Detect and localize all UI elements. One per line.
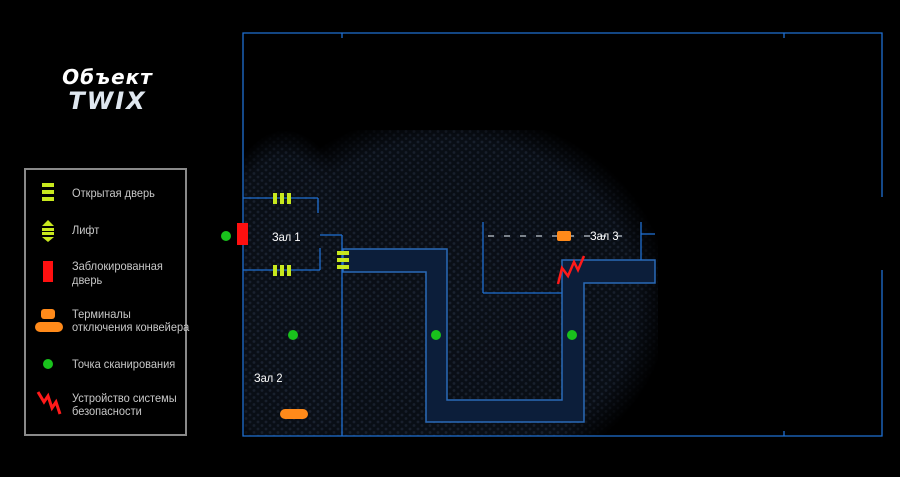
scan-point-conveyor-left [431,330,441,340]
legend-label-elevator: Лифт [72,223,100,237]
hall-1-label: Зал 1 [272,230,301,244]
legend-label-terminal: Терминалы отключения конвейера [72,307,190,334]
legend-item-security-device: Устройство системы безопасности [26,388,186,420]
security-device [556,255,586,285]
hall-3-label: Зал 3 [590,229,619,243]
scan-point-conveyor-right [567,330,577,340]
open-door-bottom [273,265,291,276]
legend-item-locked-door: Заблокированная дверь [26,258,186,288]
scan-point-entrance [221,231,231,241]
open-door-conveyor [337,251,349,269]
open-door-top [273,193,291,204]
conveyor-belt [342,248,656,423]
locked-door [237,223,248,245]
elevator-icon [42,220,54,242]
title-line-1: Объект [62,65,153,89]
terminal-icon [35,309,63,332]
map-title: Объект TWIX [40,66,175,114]
hall-2-label: Зал 2 [254,371,283,385]
scan-point-icon [43,359,53,369]
legend-item-terminal: Терминалы отключения конвейера [26,306,189,336]
security-device-icon [36,391,62,415]
title-line-2: TWIX [68,87,147,115]
legend-item-open-door: Открытая дверь [26,182,186,206]
legend-item-scan-point: Точка сканирования [26,356,186,376]
terminal-hall2 [280,409,308,419]
legend-label-locked-door: Заблокированная дверь [72,259,163,287]
legend-label-security-device: Устройство системы безопасности [72,391,177,418]
legend-label-scan-point: Точка сканирования [72,357,176,371]
scan-point-hall2 [288,330,298,340]
terminal-hall3 [557,231,571,241]
legend-panel: Открытая дверь Лифт Заблокированная двер… [24,168,189,436]
legend-label-open-door: Открытая дверь [72,186,155,200]
locked-door-icon [43,261,53,282]
legend-item-elevator: Лифт [26,219,186,243]
open-door-icon [42,183,54,201]
